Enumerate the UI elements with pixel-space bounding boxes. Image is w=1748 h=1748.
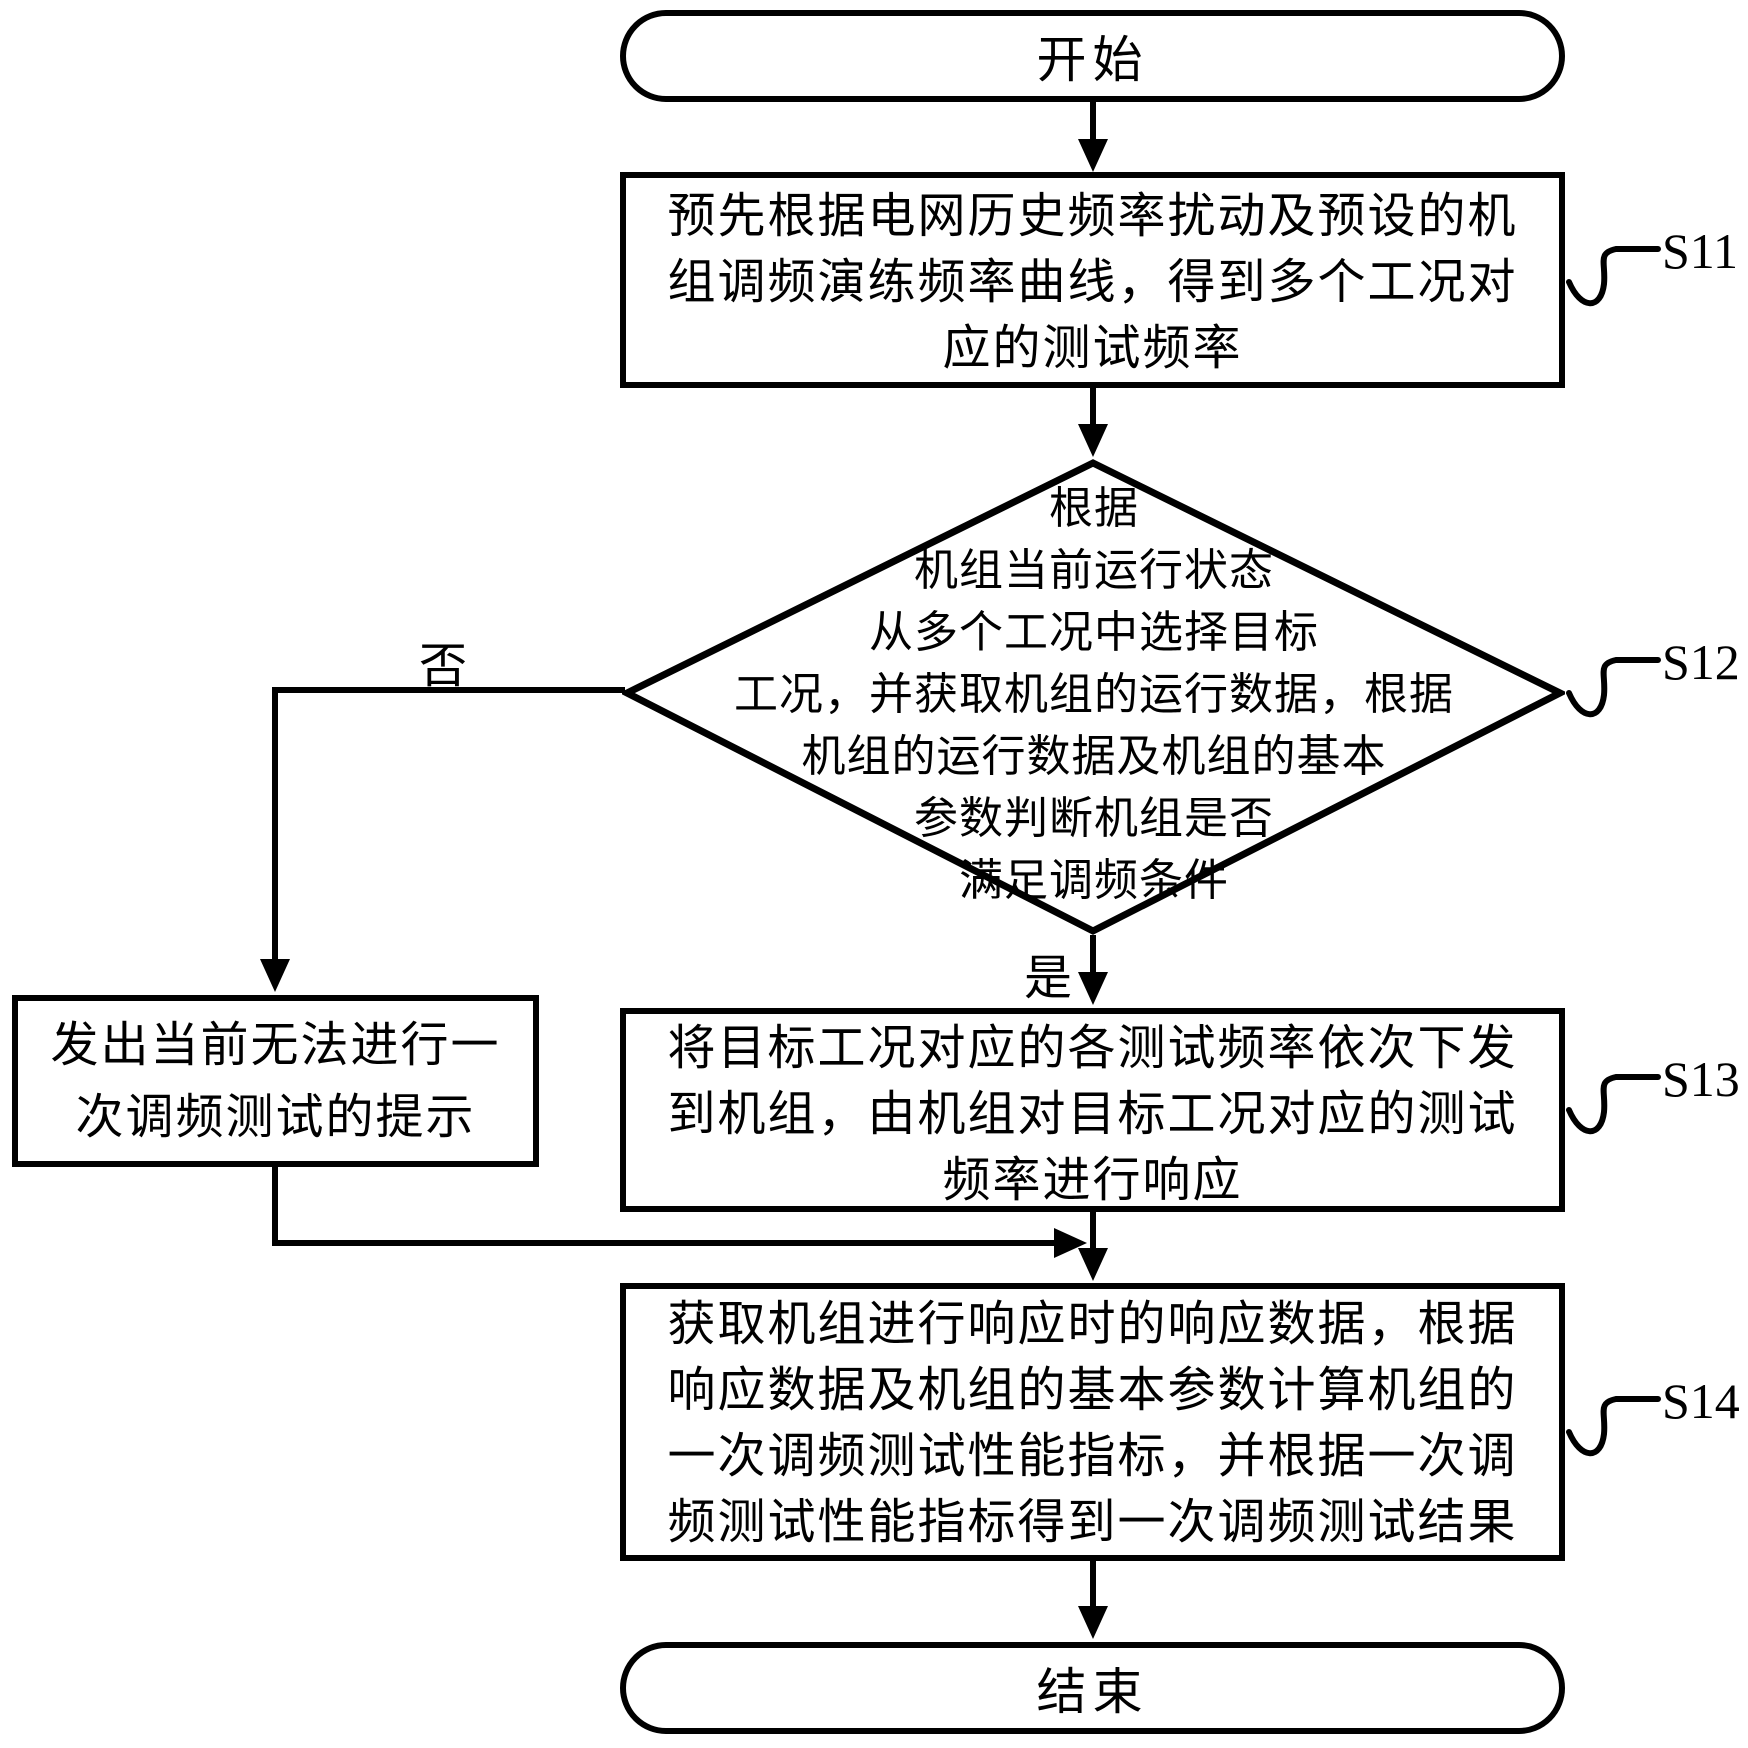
edge-label-yes: 是 [1023,952,1072,1005]
s13-line-1: 将目标工况对应的各测试频率依次下发 [667,1022,1518,1075]
edge-s11-decision [1090,388,1096,428]
s14-line-1: 获取机组进行响应时的响应数据，根据 [667,1298,1518,1351]
arrow-down-icon [1078,972,1108,1005]
start-node: 开始 [620,10,1565,102]
ref-connector-s11 [1566,237,1661,315]
ref-label-s13: S13 [1662,1051,1740,1107]
edge-label-no: 否 [418,640,467,693]
decision-line-7: 满足调频条件 [959,856,1229,905]
no-box-line-2: 次调频测试的提示 [75,1091,476,1144]
s14-line-3: 一次调频测试性能指标，并根据一次调 [667,1430,1518,1483]
decision-line-6: 参数判断机组是否 [914,794,1274,843]
s11-line-3: 应的测试频率 [942,322,1243,375]
edge-nobox-down [272,1167,278,1246]
edge-s14-end [1090,1561,1096,1609]
no-box-line-1: 发出当前无法进行一 [50,1019,501,1072]
s11-line-2: 组调频演练频率曲线，得到多个工况对 [667,256,1518,309]
arrow-down-icon [1078,1606,1108,1639]
edge-no-vertical [272,687,278,962]
edge-decision-s13 [1090,935,1096,977]
s11-line-1: 预先根据电网历史频率扰动及预设的机 [667,190,1518,243]
decision-diamond [622,458,1565,936]
decision-line-2: 机组当前运行状态 [914,546,1274,595]
end-node: 结束 [620,1642,1565,1734]
arrow-down-icon [1078,139,1108,172]
s13-line-3: 频率进行响应 [942,1154,1243,1207]
ref-connector-s12 [1566,648,1661,726]
ref-connector-s14 [1566,1387,1661,1465]
edge-no-horizontal [275,687,625,693]
decision-line-1: 根据 [1049,484,1139,533]
ref-label-s11: S11 [1662,223,1738,279]
step-s13-box [620,1008,1565,1212]
no-action-text: 发出当前无法进行一 次调频测试的提示 [18,1010,533,1154]
s14-line-4: 频测试性能指标得到一次调频测试结果 [667,1496,1518,1549]
step-s11-text: 预先根据电网历史频率扰动及预设的机 组调频演练频率曲线，得到多个工况对 应的测试… [626,184,1559,382]
step-s14-text: 获取机组进行响应时的响应数据，根据 响应数据及机组的基本参数计算机组的 一次调频… [626,1292,1559,1556]
arrow-down-icon [1078,1248,1108,1281]
s13-line-2: 到机组，由机组对目标工况对应的测试 [667,1088,1518,1141]
edge-s13-s14 [1090,1212,1096,1250]
ref-label-s12: S12 [1662,634,1740,690]
s14-line-2: 响应数据及机组的基本参数计算机组的 [667,1364,1518,1417]
arrow-down-icon [260,959,290,992]
edge-start-s11 [1090,102,1096,144]
decision-line-5: 机组的运行数据及机组的基本 [801,732,1387,781]
decision-line-3: 从多个工况中选择目标 [869,608,1319,657]
no-action-box [12,995,539,1167]
end-label: 结束 [1036,1664,1149,1720]
decision-line-4: 工况，并获取机组的运行数据，根据 [734,670,1454,719]
step-s11-box [620,172,1565,388]
step-s13-text: 将目标工况对应的各测试频率依次下发 到机组，由机组对目标工况对应的测试 频率进行… [626,1016,1559,1214]
decision-text: 根据 机组当前运行状态 从多个工况中选择目标 工况，并获取机组的运行数据，根据 … [680,478,1508,912]
arrow-down-icon [1078,424,1108,457]
ref-label-s14: S14 [1662,1373,1740,1429]
start-label: 开始 [1036,32,1149,88]
step-s14-box [620,1283,1565,1561]
edge-merge-horizontal [272,1240,1054,1246]
ref-connector-s13 [1566,1065,1661,1143]
